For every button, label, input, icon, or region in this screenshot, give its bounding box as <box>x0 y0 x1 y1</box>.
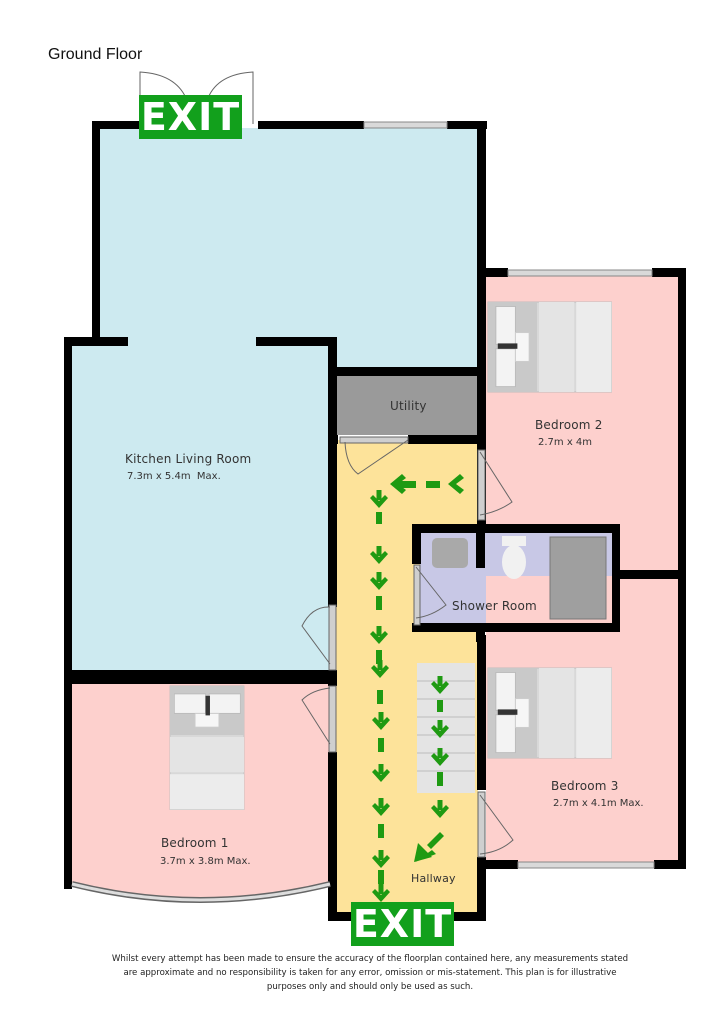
bedroom-3-dimensions: 2.7m x 4.1m Max. <box>553 798 644 809</box>
bedroom-2-label: Bedroom 2 <box>535 418 603 432</box>
bed-icon <box>487 301 612 393</box>
bedroom-2-dimensions: 2.7m x 4m <box>538 437 593 448</box>
arrow-down-icon <box>370 490 449 902</box>
kitchen-lower-fill <box>70 343 330 675</box>
bed-icon <box>487 667 612 759</box>
shower-room-label: Shower Room <box>452 599 537 613</box>
utility-label: Utility <box>390 399 427 413</box>
arrow-diagonal-icon <box>414 832 444 862</box>
kitchen-living-room-label: Kitchen Living Room <box>125 452 252 466</box>
evacuation-route <box>370 474 464 902</box>
arrow-left-icon <box>390 474 464 494</box>
toilet-cistern-icon <box>502 536 526 546</box>
walls <box>64 121 686 921</box>
utility-fill <box>336 375 478 435</box>
bedroom-1-label: Bedroom 1 <box>161 836 229 850</box>
bedroom-3-label: Bedroom 3 <box>551 779 619 793</box>
windows <box>71 121 655 903</box>
toilet-icon <box>502 545 526 579</box>
doors <box>139 71 514 858</box>
sink-icon <box>432 538 468 568</box>
exit-sign-bottom: EXIT <box>351 902 454 946</box>
disclaimer-text: Whilst every attempt has been made to en… <box>111 954 629 992</box>
kitchen-right-fill <box>330 128 478 373</box>
floor-title: Ground Floor <box>48 46 143 63</box>
exit-sign-top: EXIT <box>139 95 242 139</box>
shower-tray-icon <box>549 536 607 620</box>
kitchen-living-room-dimensions: 7.3m x 5.4m Max. <box>127 471 221 482</box>
bed-icon <box>169 685 245 810</box>
hallway-label: Hallway <box>411 872 456 885</box>
bedroom-1-dimensions: 3.7m x 3.8m Max. <box>160 856 251 867</box>
room-fills <box>70 128 678 915</box>
